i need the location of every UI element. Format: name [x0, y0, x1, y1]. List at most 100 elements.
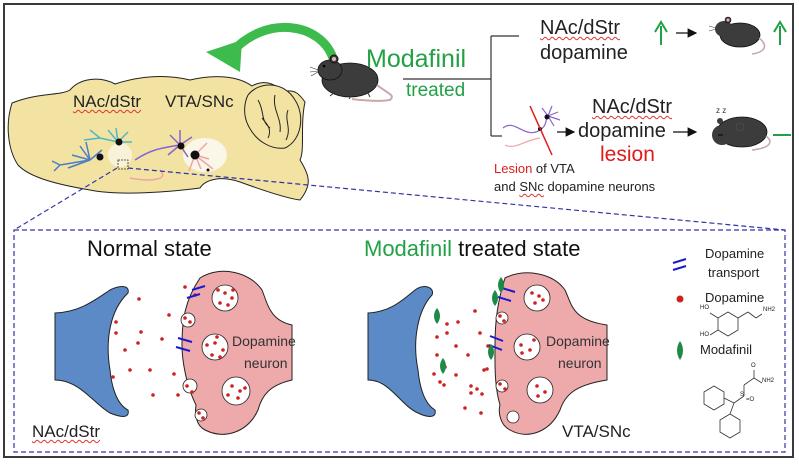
dopamine-dot [485, 367, 489, 371]
dopamine-dot [432, 372, 436, 376]
dopamine-dot [216, 288, 220, 292]
lesion-word: Lesion [494, 161, 533, 176]
modafinil-nh2: NH2 [762, 378, 775, 384]
dopamine-dot [197, 411, 201, 415]
dopamine-dot [111, 375, 115, 379]
dopamine-dot [236, 396, 240, 400]
dopamine-dot [218, 301, 222, 305]
dopamine-ho-2: HO [700, 332, 709, 338]
modafinil-leaf-icon [677, 341, 683, 360]
modafinil-leaf-icon [434, 308, 440, 324]
dopamine-dot [123, 348, 127, 352]
dopamine-structure-icon [709, 311, 763, 337]
brain-label-vta: VTA/SNc [165, 92, 234, 112]
modafinil-so: =O [746, 397, 755, 403]
top-branch-dopamine: dopamine [540, 42, 628, 64]
neuron-label-treated-2: neuron [558, 355, 602, 371]
dopamine-dot [185, 384, 189, 388]
dopamine-dots [111, 285, 247, 420]
dopamine-dot [151, 393, 155, 397]
dopamine-dot [190, 390, 194, 394]
dopamine-dot [213, 341, 217, 345]
brain-sagittal [7, 76, 309, 201]
dopamine-dot [503, 387, 507, 391]
dopamine-dot [215, 335, 219, 339]
dopamine-dot [172, 372, 176, 376]
dopamine-dot [475, 387, 479, 391]
dopamine-dot [160, 337, 164, 341]
modafinil-leaf-icon [440, 358, 446, 374]
dopamine-dot [167, 313, 171, 317]
legend-transporter-label-2: transport [708, 265, 760, 280]
region-label-vta: VTA/SNc [562, 422, 631, 441]
dopamine-dot [454, 373, 458, 377]
dopamine-dot [128, 368, 132, 372]
treated-state-synapse [367, 272, 608, 435]
brain-label-nac: NAc/dStr [73, 92, 142, 111]
sleep-zz: z z [716, 106, 727, 115]
dopamine-dot [478, 331, 482, 335]
dopamine-dot [463, 406, 467, 410]
mouse-icon [309, 54, 393, 102]
dopamine-dot [537, 294, 541, 298]
dopamine-dot [183, 285, 187, 289]
neuron-label-treated-1: Dopamine [546, 333, 610, 349]
modafinil-leaf-icon [498, 277, 504, 293]
dopamine-dot [230, 296, 234, 300]
dopamine-dot [230, 384, 234, 388]
zoom-panel-border [13, 229, 786, 453]
bottom-branch-dopamine: dopamine [578, 120, 666, 142]
dopamine-dot [137, 297, 141, 301]
dopamine-dot [466, 353, 470, 357]
treated-title-rest: treated state [452, 236, 581, 261]
modafinil-molecules [434, 277, 504, 374]
dopamine-dot [473, 309, 477, 313]
sleeping-mouse-icon [712, 116, 771, 151]
top-branch-region: NAc/dStr [540, 17, 621, 39]
dopamine-transporter-icon [672, 258, 687, 271]
treated-label: treated [406, 80, 466, 101]
dopamine-dot [520, 351, 524, 355]
increase-arrow-icon [654, 20, 668, 45]
dopamine-dot [435, 335, 439, 339]
bottom-branch-region: NAc/dStr [592, 96, 673, 118]
modafinil-leaf-icon [488, 344, 494, 360]
dopamine-dot [438, 380, 442, 384]
legend-modafinil-label: Modafinil [700, 342, 753, 357]
dopamine-dot [231, 288, 235, 292]
dopamine-dot [498, 314, 502, 318]
dopamine-dot [442, 383, 446, 387]
zoom-lines [13, 167, 786, 453]
dopamine-dots [432, 291, 547, 415]
dopamine-dot [480, 392, 484, 396]
dopamine-dot [479, 411, 483, 415]
neuron-label-normal-1: Dopamine [232, 333, 296, 349]
dopamine-dot [188, 320, 192, 324]
figure-frame [3, 3, 794, 458]
dopamine-dot [226, 393, 230, 397]
modafinil-label: Modafinil [366, 45, 467, 73]
lesion-caption-rest: of VTA [532, 161, 575, 176]
dopamine-dot [454, 344, 458, 348]
normal-state-synapse [54, 270, 293, 435]
dopamine-dot [445, 322, 449, 326]
modafinil-structure-icon [703, 370, 763, 439]
dopamine-dot [533, 301, 537, 305]
dopamine-dot [221, 348, 225, 352]
zoom-box [117, 159, 129, 170]
bottom-branch-lesion: lesion [600, 143, 655, 166]
neuron-label-normal-2: neuron [244, 355, 288, 371]
dopamine-dot [210, 353, 214, 357]
dopamine-dot [469, 384, 473, 388]
dopamine-dot [469, 391, 473, 395]
dopamine-dot [201, 416, 205, 420]
dopamine-dot [435, 353, 439, 357]
dopamine-dot [445, 331, 449, 335]
dopamine-dot [528, 348, 532, 352]
dopamine-dot [205, 343, 209, 347]
dopamine-dot [176, 393, 180, 397]
dopamine-dot [183, 316, 187, 320]
dopamine-dot [541, 298, 545, 302]
dopamine-nh2: NH2 [763, 307, 776, 313]
